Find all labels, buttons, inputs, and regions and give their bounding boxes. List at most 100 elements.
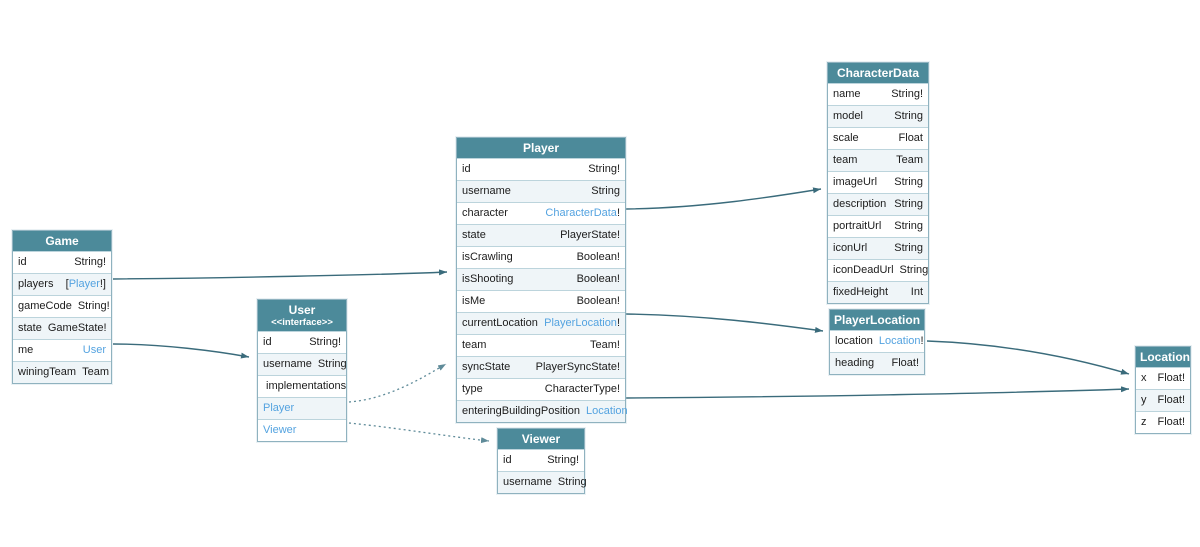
field-type: String! bbox=[309, 336, 341, 348]
field-name: state bbox=[462, 229, 486, 241]
field-name: team bbox=[833, 154, 858, 166]
edge-game-players-to-player bbox=[112, 269, 448, 280]
field-row[interactable]: id String! bbox=[13, 251, 111, 273]
field-name: iconDeadUrl bbox=[833, 264, 894, 276]
type-table-viewer-header[interactable]: Viewer bbox=[498, 429, 584, 449]
field-row[interactable]: isMe Boolean! bbox=[457, 290, 625, 312]
type-title: Player bbox=[522, 141, 560, 155]
field-name: id bbox=[18, 256, 27, 268]
field-type: Boolean! bbox=[576, 295, 620, 307]
type-table-player-header[interactable]: Player bbox=[457, 138, 625, 158]
field-type: String! bbox=[547, 454, 579, 466]
field-type-link[interactable]: CharacterData bbox=[545, 207, 617, 219]
field-type: Location! bbox=[878, 335, 924, 347]
field-type: String bbox=[894, 198, 923, 210]
field-type: Team bbox=[896, 154, 923, 166]
edge-player-character-to-characterdata bbox=[625, 187, 822, 210]
field-type: String! bbox=[74, 256, 106, 268]
field-row[interactable]: model String bbox=[828, 105, 928, 127]
edge-user-viewer-to-viewer bbox=[348, 422, 490, 444]
field-name: id bbox=[462, 163, 471, 175]
field-type: String! bbox=[588, 163, 620, 175]
field-name: isMe bbox=[462, 295, 486, 307]
field-row[interactable]: id String! bbox=[457, 158, 625, 180]
field-type-link[interactable]: PlayerLocation bbox=[544, 317, 617, 329]
field-name: type bbox=[462, 383, 483, 395]
type-title: CharacterData bbox=[836, 66, 920, 80]
field-row[interactable]: iconDeadUrl String bbox=[828, 259, 928, 281]
field-name: model bbox=[833, 110, 863, 122]
implementations-subheader-row[interactable]: implementations bbox=[258, 375, 346, 397]
field-type: String bbox=[894, 220, 923, 232]
implementation-type-link[interactable]: Viewer bbox=[263, 424, 297, 436]
field-row[interactable]: players[Player!] bbox=[13, 273, 111, 295]
field-type-link[interactable]: Player bbox=[68, 278, 100, 290]
field-name: isShooting bbox=[462, 273, 514, 285]
field-type-link[interactable]: Location bbox=[878, 335, 921, 347]
field-name: players bbox=[18, 278, 54, 290]
field-type: String bbox=[899, 264, 929, 276]
field-type: PlayerLocation! bbox=[544, 317, 620, 329]
implementation-type-link[interactable]: Player bbox=[263, 402, 295, 414]
edge-playerlocation-location-to-location bbox=[926, 340, 1130, 375]
field-type-link[interactable]: Location bbox=[586, 405, 628, 417]
field-row[interactable]: team Team bbox=[828, 149, 928, 171]
field-type: String bbox=[894, 176, 923, 188]
field-type-link[interactable]: User bbox=[82, 344, 106, 356]
type-title: Location bbox=[1140, 350, 1190, 364]
type-table-user-header[interactable]: User <<interface>> bbox=[258, 300, 346, 331]
type-table-playerlocation-header[interactable]: PlayerLocation bbox=[830, 310, 924, 330]
type-table-game-header[interactable]: Game bbox=[13, 231, 111, 251]
field-name: heading bbox=[835, 357, 875, 369]
edge-player-enteringbuildingposition-to-location bbox=[625, 386, 1130, 399]
type-table-characterdata-header[interactable]: CharacterData bbox=[828, 63, 928, 83]
field-row[interactable]: Player bbox=[258, 397, 346, 419]
field-name: team bbox=[462, 339, 487, 351]
field-type: String bbox=[317, 358, 347, 370]
field-row[interactable]: Viewer bbox=[258, 419, 346, 441]
type-table-location-header[interactable]: Location bbox=[1136, 347, 1190, 367]
field-type: String bbox=[894, 110, 923, 122]
